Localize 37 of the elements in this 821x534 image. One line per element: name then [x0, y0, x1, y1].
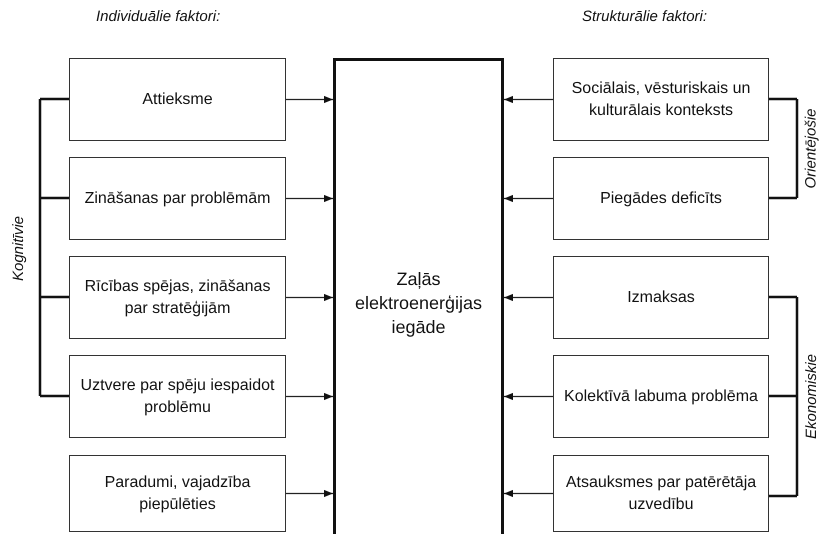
- box-label: Rīcības spējas, zināšanas par stratēģijām: [84, 276, 272, 318]
- box-label: Zaļās elektroenerģijas iegāde: [354, 268, 484, 340]
- group-label: Orientējošie: [802, 108, 820, 188]
- factor-box: [553, 355, 769, 438]
- box-label: Attieksme: [142, 90, 213, 110]
- arrow: [286, 194, 333, 202]
- box-label: Zināšanas par problēmām: [84, 188, 270, 209]
- box-label: Izmaksas: [627, 288, 695, 308]
- arrow: [504, 392, 553, 400]
- factor-box: [69, 355, 286, 438]
- factor-box: [553, 58, 769, 141]
- group-label: Kognitīvie: [10, 215, 27, 281]
- box-label: Kolektīvā labuma problēma: [564, 386, 758, 407]
- factor-box: [69, 455, 286, 532]
- group-heading: Individuālie faktori:: [96, 8, 220, 25]
- arrow: [286, 294, 333, 302]
- box-label: Atsauksmes par patērētāja uzvedību: [564, 472, 758, 514]
- arrow: [504, 490, 553, 498]
- arrow: [286, 96, 333, 104]
- group-label: Ekonomiskie: [802, 353, 820, 439]
- central-process-box: [333, 58, 504, 534]
- arrow: [504, 96, 553, 104]
- factor-box: [553, 256, 769, 339]
- box-label: Piegādes deficīts: [600, 188, 722, 209]
- box-label: Sociālais, vēsturiskais un kulturālais konteksts: [570, 78, 752, 120]
- factor-box: [69, 58, 286, 141]
- factor-box: [553, 455, 769, 532]
- box-label: Uztvere par spēju iespaidot problēmu: [80, 376, 276, 418]
- factor-box: [69, 157, 286, 240]
- arrow: [286, 490, 333, 498]
- factor-box: [69, 256, 286, 339]
- arrow: [504, 294, 553, 302]
- arrow: [286, 392, 333, 400]
- factor-box: [553, 157, 769, 240]
- arrow: [504, 194, 553, 202]
- group-heading: Strukturālie faktori:: [582, 8, 708, 25]
- box-label: Paradumi, vajadzība piepūlēties: [104, 472, 252, 514]
